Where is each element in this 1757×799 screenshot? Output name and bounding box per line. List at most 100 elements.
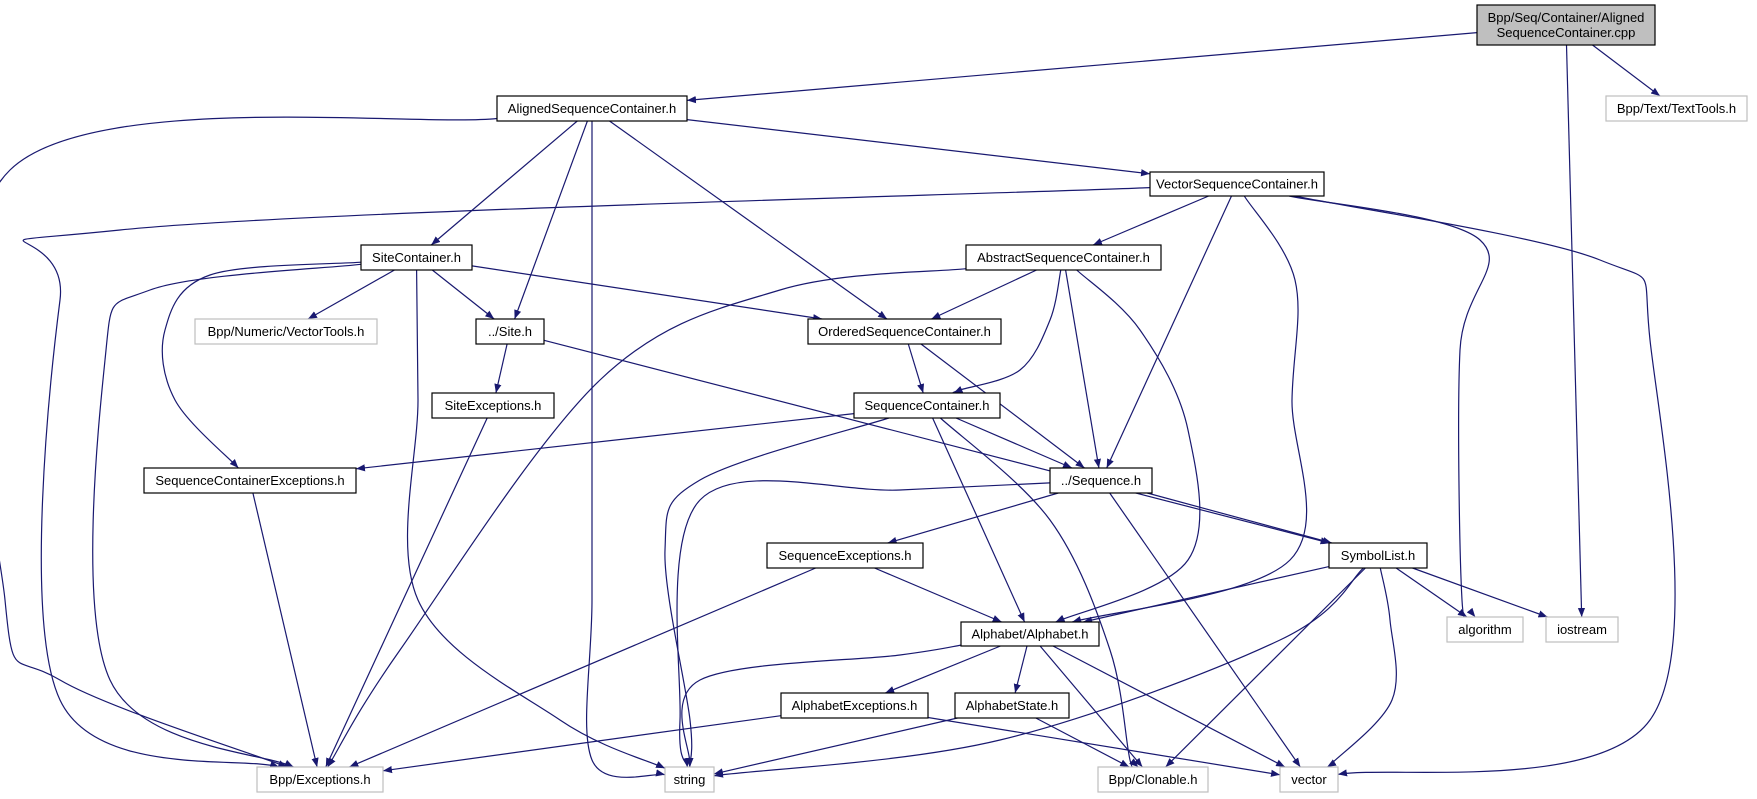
node-sequence_h[interactable]: ../Sequence.h <box>1049 467 1153 494</box>
edge-site_container-to-site_h <box>431 269 495 320</box>
edge-alphabet-to-clonable <box>1039 645 1143 768</box>
edge-site_container-to-ordered_sc <box>471 265 823 322</box>
node-box <box>766 542 924 569</box>
edge-symbollist-to-alphabet <box>1083 566 1330 624</box>
node-vector[interactable]: vector <box>1279 766 1339 793</box>
node-box <box>1476 4 1656 46</box>
edge-seq_exc-to-exceptions <box>349 567 816 768</box>
node-label: algorithm <box>1458 622 1511 637</box>
node-seq_exc[interactable]: SequenceExceptions.h <box>766 542 924 569</box>
edge-alpha_exc-to-exceptions <box>382 715 782 774</box>
node-exceptions[interactable]: Bpp/Exceptions.h <box>256 766 384 793</box>
node-box <box>954 692 1070 719</box>
node-label: Bpp/Text/TextTools.h <box>1617 101 1736 116</box>
edge-seq_container-to-clonable <box>939 417 1139 772</box>
node-box <box>143 467 357 494</box>
edge-ordered_sc-to-seq_container <box>907 343 925 394</box>
node-sc_exc[interactable]: SequenceContainerExceptions.h <box>143 467 357 494</box>
node-label: Bpp/Clonable.h <box>1109 772 1198 787</box>
node-box <box>664 766 715 793</box>
node-symbollist[interactable]: SymbolList.h <box>1328 542 1428 569</box>
edge-symbollist-to-algorithm <box>1395 567 1468 618</box>
edge-ordered_sc-to-sequence_h <box>920 343 1085 469</box>
node-box <box>256 766 384 793</box>
node-box <box>1446 616 1524 643</box>
edge-seq_container-to-sc_exc <box>355 413 855 472</box>
edge-vector_sc-to-exceptions <box>22 187 1151 768</box>
node-box <box>1149 171 1325 197</box>
edge-aligned_h-to-vector_sc <box>686 119 1151 177</box>
edge-alpha_state-to-string <box>713 717 958 776</box>
node-label: string <box>674 772 706 787</box>
edge-site_h-to-symbollist <box>543 339 1330 545</box>
node-label: AlphabetExceptions.h <box>792 698 918 713</box>
node-label: ../Sequence.h <box>1061 473 1141 488</box>
node-box <box>360 244 473 271</box>
nodes: Bpp/Seq/Container/AlignedSequenceContain… <box>143 4 1748 793</box>
node-seq_container[interactable]: SequenceContainer.h <box>853 392 1001 419</box>
node-clonable[interactable]: Bpp/Clonable.h <box>1097 766 1209 793</box>
node-root[interactable]: Bpp/Seq/Container/AlignedSequenceContain… <box>1476 4 1656 46</box>
node-alpha_exc[interactable]: AlphabetExceptions.h <box>780 692 929 719</box>
edge-abstract_sc-to-sequence_h <box>1065 269 1101 469</box>
edge-sequence_h-to-vector <box>1109 492 1301 768</box>
edge-aligned_h-to-string <box>586 121 666 778</box>
node-label: SiteContainer.h <box>372 250 461 265</box>
edge-aligned_h-to-ordered_sc <box>609 120 888 320</box>
node-texttools[interactable]: Bpp/Text/TextTools.h <box>1605 95 1748 122</box>
edge-alphabet-to-alpha_state <box>1013 645 1028 694</box>
node-label: SymbolList.h <box>1341 548 1415 563</box>
node-abstract_sc[interactable]: AbstractSequenceContainer.h <box>965 244 1162 271</box>
node-label: Alphabet/Alphabet.h <box>971 627 1088 642</box>
node-aligned_h[interactable]: AlignedSequenceContainer.h <box>496 95 688 122</box>
edge-root-to-iostream <box>1565 44 1586 618</box>
node-label: ../Site.h <box>488 324 532 339</box>
node-ordered_sc[interactable]: OrderedSequenceContainer.h <box>807 318 1002 345</box>
edge-alpha_state-to-clonable <box>1035 717 1130 768</box>
edge-sequence_h-to-symbollist <box>1147 492 1332 545</box>
edge-abstract_sc-to-ordered_sc <box>931 269 1037 320</box>
node-vector_sc[interactable]: VectorSequenceContainer.h <box>1149 171 1325 197</box>
edge-sequence_h-to-string <box>676 480 1051 768</box>
edge-aligned_h-to-exceptions <box>0 116 498 768</box>
edge-site_container-to-vectortools <box>307 269 395 320</box>
node-box <box>807 318 1002 345</box>
edge-abstract_sc-to-alphabet <box>1055 269 1201 623</box>
edge-abstract_sc-to-seq_container <box>952 269 1062 394</box>
node-label: vector <box>1291 772 1327 787</box>
edge-seq_container-to-alphabet <box>932 417 1026 623</box>
node-vectortools[interactable]: Bpp/Numeric/VectorTools.h <box>194 318 378 345</box>
edge-seq_container-to-string <box>664 417 890 768</box>
edge-symbollist-to-iostream <box>1412 567 1548 618</box>
node-box <box>1328 542 1428 569</box>
node-box <box>1605 95 1748 122</box>
edge-sc_exc-to-exceptions <box>252 492 319 768</box>
node-box <box>1049 467 1153 494</box>
node-label: Bpp/Seq/Container/Aligned <box>1488 10 1645 25</box>
node-box <box>960 621 1100 647</box>
node-alpha_state[interactable]: AlphabetState.h <box>954 692 1070 719</box>
edge-root-to-aligned_h <box>686 32 1478 104</box>
node-site_container[interactable]: SiteContainer.h <box>360 244 473 271</box>
edge-alphabet-to-alpha_exc <box>884 645 1001 694</box>
node-iostream[interactable]: iostream <box>1545 616 1619 643</box>
node-label: OrderedSequenceContainer.h <box>818 324 991 339</box>
edge-vector_sc-to-algorithm <box>1288 195 1490 626</box>
node-label: Bpp/Numeric/VectorTools.h <box>208 324 365 339</box>
node-box <box>965 244 1162 271</box>
edge-vector_sc-to-abstract_sc <box>1092 195 1209 246</box>
node-site_h[interactable]: ../Site.h <box>475 318 545 345</box>
edge-aligned_h-to-site_container <box>430 120 578 246</box>
edge-site_h-to-site_exc <box>494 343 508 394</box>
node-box <box>1279 766 1339 793</box>
node-string[interactable]: string <box>664 766 715 793</box>
node-alphabet[interactable]: Alphabet/Alphabet.h <box>960 621 1100 647</box>
edge-aligned_h-to-site_h <box>514 120 588 320</box>
edge-alpha_exc-to-vector <box>927 716 1281 777</box>
node-site_exc[interactable]: SiteExceptions.h <box>431 392 555 419</box>
node-algorithm[interactable]: algorithm <box>1446 616 1524 643</box>
node-label: AlignedSequenceContainer.h <box>508 101 676 116</box>
node-label: Bpp/Exceptions.h <box>269 772 370 787</box>
edge-vector_sc-to-sequence_h <box>1106 195 1233 469</box>
node-box <box>1545 616 1619 643</box>
